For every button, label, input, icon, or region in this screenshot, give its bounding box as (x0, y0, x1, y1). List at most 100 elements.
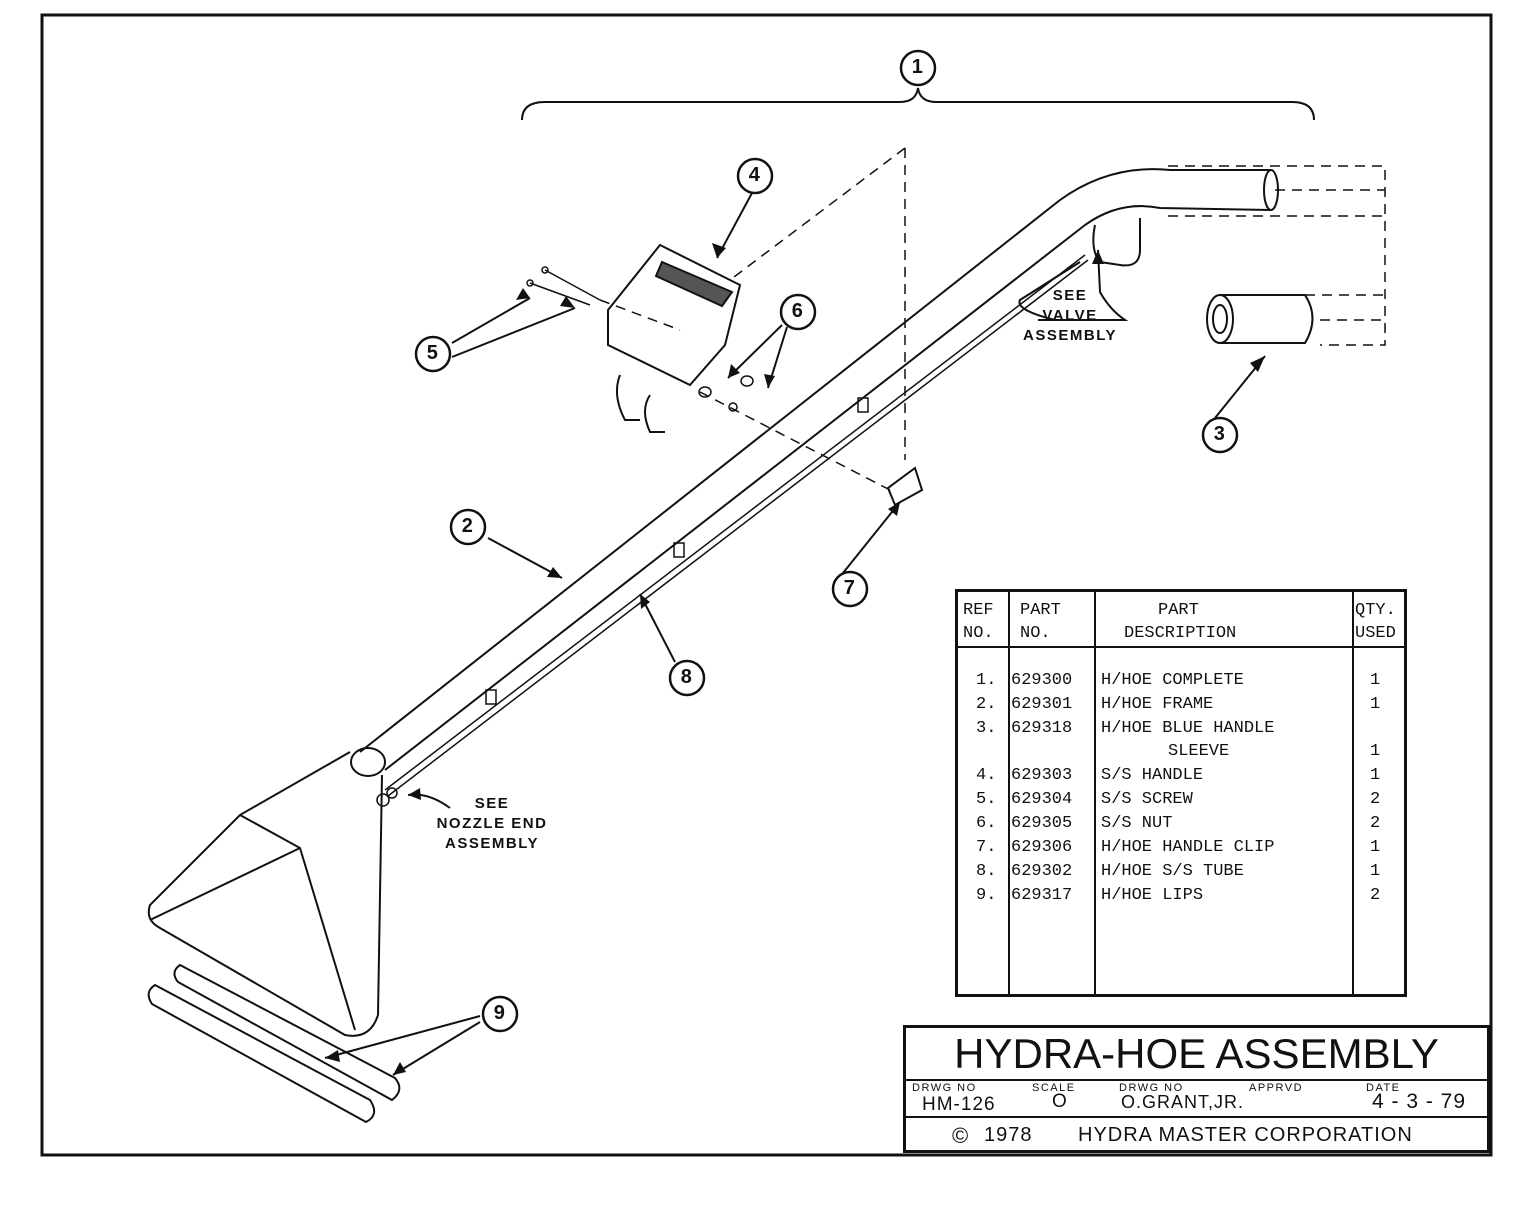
company-name: HYDRA MASTER CORPORATION (1078, 1124, 1413, 1146)
row-8-ref: 8. (976, 862, 997, 881)
title-block: HYDRA-HOE ASSEMBLY DRWG NO SCALE DRWG NO… (903, 1025, 1490, 1153)
table-divider-3 (1352, 592, 1354, 994)
callout-2: 2 (461, 515, 475, 537)
row-1-description: H/HOE COMPLETE (1101, 671, 1244, 690)
note-see-valve-assembly: SEE VALVE ASSEMBLY (1020, 286, 1120, 346)
header-ref-line-1: REF (963, 601, 994, 620)
note-nozzle-line-3: ASSEMBLY (445, 835, 539, 852)
row-3-description: H/HOE BLUE HANDLE (1101, 719, 1275, 738)
row-5-qty: 2 (1370, 790, 1381, 809)
value-scale: O (1052, 1091, 1068, 1112)
row-6-qty: 2 (1370, 814, 1381, 833)
header-part-no-line-1: PART (1020, 601, 1061, 620)
label-drwg-no: DRWG NO (912, 1082, 977, 1094)
value-date: 4 - 3 - 79 (1372, 1090, 1467, 1113)
assembly-bracket (521, 87, 1315, 121)
callout-5: 5 (426, 342, 440, 364)
label-date: DATE (1366, 1082, 1401, 1094)
stainless-tube (376, 254, 1089, 807)
callout-circle-8 (668, 659, 706, 697)
row-4-part-no: 629303 (1011, 766, 1073, 785)
arrow-heads (325, 243, 1265, 1075)
row-3-qty: 1 (1370, 742, 1381, 761)
row-2-ref: 2. (976, 695, 997, 714)
table-divider-1 (1008, 592, 1010, 994)
callout-circle-7 (831, 570, 869, 608)
handle-clip (886, 466, 924, 507)
callout-4: 4 (748, 164, 762, 186)
nozzle-head (147, 751, 383, 1037)
row-7-part-no: 629306 (1011, 838, 1073, 857)
title-rule-2 (906, 1116, 1487, 1118)
callout-circle-4 (736, 157, 774, 195)
callout-circle-1 (899, 49, 937, 87)
row-7-ref: 7. (976, 838, 997, 857)
row-9-part-no: 629317 (1011, 886, 1073, 905)
row-9-qty: 2 (1370, 886, 1381, 905)
row-8-description: H/HOE S/S TUBE (1101, 862, 1244, 881)
hoe-frame-tube (350, 168, 1279, 777)
callout-circle-2 (449, 508, 487, 546)
callout-1: 1 (911, 56, 925, 78)
callout-3: 3 (1213, 423, 1227, 445)
row-8-qty: 1 (1370, 862, 1381, 881)
row-6-description: S/S NUT (1101, 814, 1173, 833)
header-part-no-line-2: NO. (1020, 624, 1051, 643)
dashed-guide-lines (599, 147, 1386, 491)
header-qty-line-1: QTY. (1355, 601, 1396, 620)
callout-7: 7 (843, 577, 857, 599)
header-description-line-2: DESCRIPTION (1124, 624, 1237, 643)
row-6-part-no: 629305 (1011, 814, 1073, 833)
row-3-ref: 3. (976, 719, 997, 738)
copyright-year: 1978 (984, 1124, 1033, 1146)
copyright-symbol: © (952, 1123, 969, 1148)
note-valve-line-2: VALVE (1042, 307, 1098, 324)
hoe-handle (607, 243, 742, 433)
header-qty-line-2: USED (1355, 624, 1396, 643)
value-drwg-no: HM-126 (922, 1094, 996, 1115)
row-5-ref: 5. (976, 790, 997, 809)
row-3-description-line-2: SLEEVE (1168, 742, 1230, 761)
row-7-description: H/HOE HANDLE CLIP (1101, 838, 1275, 857)
row-4-ref: 4. (976, 766, 997, 785)
row-1-qty: 1 (1370, 671, 1381, 690)
callout-8: 8 (680, 666, 694, 688)
note-see-nozzle-end-assembly: SEE NOZZLE END ASSEMBLY (424, 794, 560, 854)
callout-circle-3 (1201, 416, 1239, 454)
row-2-part-no: 629301 (1011, 695, 1073, 714)
callout-circle-9 (481, 995, 519, 1033)
table-header-rule (958, 646, 1404, 648)
label-approved: APPRVD (1249, 1082, 1304, 1094)
callout-circles (414, 49, 1239, 1033)
drawing-border (40, 13, 1493, 1157)
row-2-qty: 1 (1370, 695, 1381, 714)
parts-table: REF NO. PART NO. PART DESCRIPTION QTY. U… (955, 589, 1407, 997)
row-4-description: S/S HANDLE (1101, 766, 1204, 785)
row-1-ref: 1. (976, 671, 997, 690)
note-valve-line-1: SEE (1052, 287, 1088, 304)
note-nozzle-line-2: NOZZLE END (436, 815, 548, 832)
callout-circle-6 (779, 293, 817, 331)
value-drawn-by: O.GRANT,JR. (1121, 1092, 1245, 1112)
label-scale: SCALE (1032, 1082, 1076, 1094)
row-9-ref: 9. (976, 886, 997, 905)
table-divider-2 (1094, 592, 1096, 994)
callout-circle-5 (414, 335, 452, 373)
row-6-ref: 6. (976, 814, 997, 833)
row-8-part-no: 629302 (1011, 862, 1073, 881)
title-rule-1 (906, 1079, 1487, 1081)
row-5-part-no: 629304 (1011, 790, 1073, 809)
note-nozzle-line-1: SEE (474, 795, 510, 812)
header-description-line-1: PART (1158, 601, 1199, 620)
note-valve-line-3: ASSEMBLY (1023, 327, 1117, 344)
drawing-title: HYDRA-HOE ASSEMBLY (954, 1030, 1439, 1077)
row-3-part-no: 629318 (1011, 719, 1073, 738)
row-9-description: H/HOE LIPS (1101, 886, 1204, 905)
row-1-part-no: 629300 (1011, 671, 1073, 690)
header-ref-line-2: NO. (963, 624, 994, 643)
row-4-qty: 1 (1370, 766, 1381, 785)
leader-lines (324, 192, 1266, 1076)
callout-9: 9 (493, 1002, 507, 1024)
